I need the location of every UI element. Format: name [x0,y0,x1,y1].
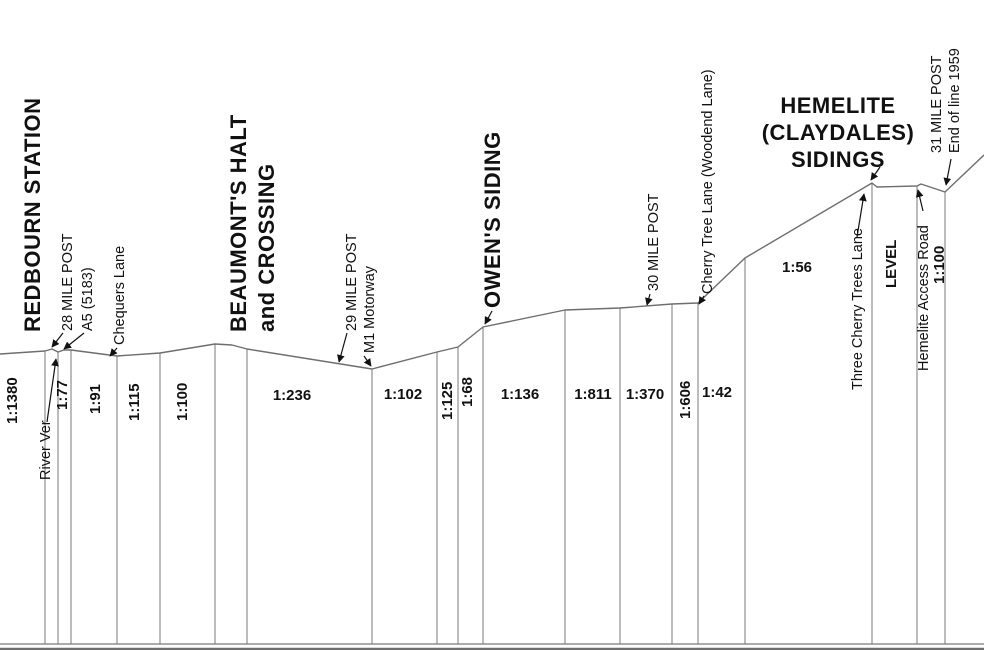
arrow-30-mile-post [645,293,653,306]
gradient-label: 1:236 [273,387,311,404]
arrow-a5 [63,332,85,350]
station-label: (CLAYDALES) [762,120,915,145]
arrow-m1-motorway [363,355,372,367]
arrow-28-mile-post [51,332,64,348]
gradient-label: 1:42 [702,384,732,401]
gradient-label: 1:91 [87,384,104,414]
station-label: HEMELITE [780,93,895,118]
gradient-label: 1:68 [459,377,476,407]
arrow-29-mile-post [337,332,348,363]
arrow-end-of-line [943,158,952,186]
gradient-label: 1:606 [677,381,694,419]
gradient-label: 1:370 [626,386,664,403]
arrow-three-cherry-trees-lane [856,193,867,238]
annotation-label: A5 (5183) [80,267,96,331]
gradient-label: 1:125 [439,382,456,420]
station-label: and CROSSING [254,163,279,332]
station-label: OWEN'S SIDING [480,131,505,308]
station-label: BEAUMONT'S HALT [226,114,251,332]
gradient-label: 1:100 [931,246,948,284]
arrow-cherry-tree-lane [698,295,707,305]
annotation-label: Hemelite Access Road [916,225,932,371]
gradient-label: 1:56 [782,259,812,276]
arrow-hemelite-access-road [915,189,924,212]
gradient-label: 1:100 [174,383,191,421]
annotation-label: River Ver [38,420,54,480]
station-label: SIDINGS [791,147,885,172]
gradient-label: 1:811 [574,386,612,403]
annotation-label: End of line 1959 [947,48,963,153]
annotation-label: 31 MILE POST [929,55,945,153]
arrow-hemelite-sidings [870,166,881,181]
gradient-label: 1:115 [126,383,143,421]
annotation-label: Chequers Lane [112,246,128,345]
arrow-river-ver [46,358,59,423]
gradient-label: 1:136 [501,386,539,403]
annotation-label: M1 Motorway [362,265,378,353]
annotation-label: 30 MILE POST [646,193,662,291]
arrow-owens-siding [484,310,493,325]
annotation-label: Three Cherry Trees Lane [850,228,866,390]
profile-line [0,154,984,370]
arrow-chequers-lane [109,347,118,357]
annotation-label: 28 MILE POST [60,233,76,331]
gradient-label: 1:102 [384,386,422,403]
annotation-label: 29 MILE POST [344,233,360,331]
gradient-label: 1:77 [54,380,71,410]
gradient-label: LEVEL [883,240,900,288]
station-label: REDBOURN STATION [20,97,45,332]
annotation-label: Cherry Tree Lane (Woodend Lane) [700,69,716,294]
gradient-label: 1:1380 [4,377,21,424]
